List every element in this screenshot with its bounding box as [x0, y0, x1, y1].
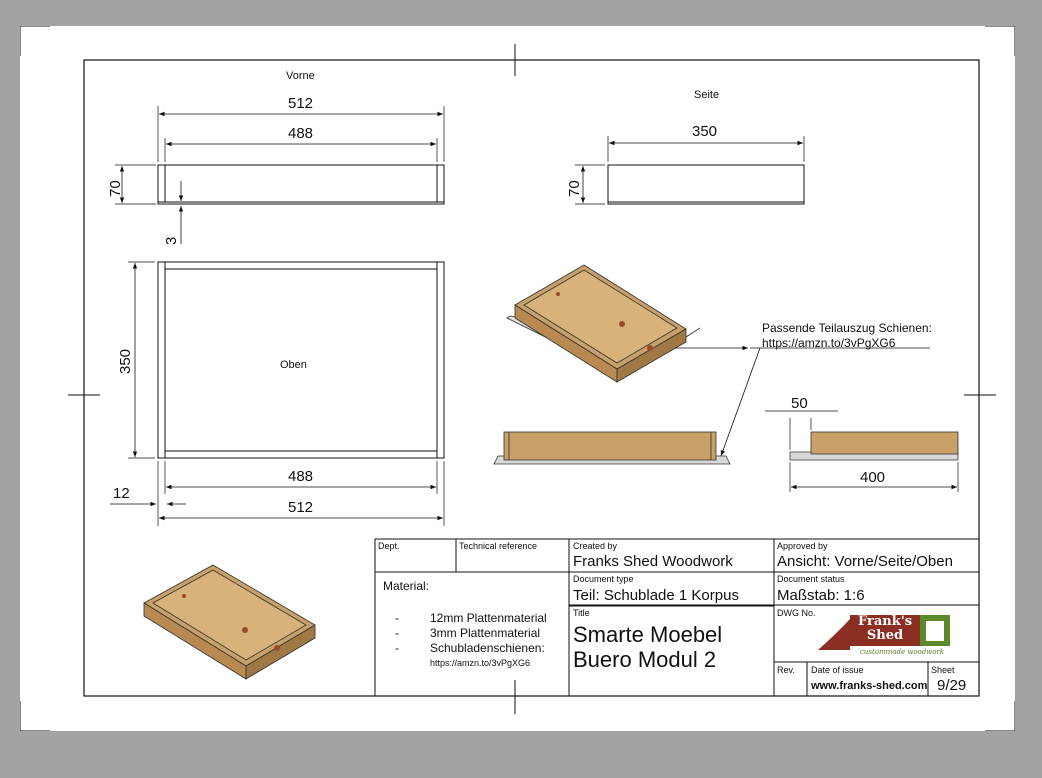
- material-item-1: 12mm Plattenmaterial: [430, 611, 547, 625]
- dim-front-inner-width: 488: [288, 125, 314, 142]
- view-title-front: Vorne: [286, 70, 315, 82]
- date-value: www.franks-shed.com: [811, 680, 928, 692]
- side-view: [575, 136, 805, 205]
- created-value: Franks Shed Woodwork: [573, 553, 733, 570]
- created-label: Created by: [573, 541, 618, 551]
- material-label: Material:: [383, 579, 430, 593]
- approved-label: Approved by: [777, 541, 828, 551]
- title-line-2: Buero Modul 2: [573, 647, 717, 672]
- rail-view: [765, 410, 959, 492]
- dept-label: Dept.: [378, 541, 400, 551]
- rail-note-link: https://amzn.to/3vPgXG6: [762, 336, 896, 350]
- date-label: Date of issue: [811, 665, 864, 675]
- iso-drawer: [143, 564, 316, 680]
- side-view-with-rail: [493, 431, 731, 465]
- doctype-label: Document type: [573, 574, 634, 584]
- logo-line-2: Shed: [866, 627, 904, 643]
- docstatus-value: Maßstab: 1:6: [777, 587, 865, 604]
- dim-side-depth: 350: [692, 123, 718, 140]
- doctype-value: Teil: Schublade 1 Korpus: [573, 587, 739, 604]
- view-title-side: Seite: [694, 89, 720, 101]
- title-block: [374, 538, 980, 697]
- company-logo: Frank's Shed custommade woodwork: [816, 614, 952, 658]
- material-bullet-3: -: [395, 641, 399, 655]
- dim-front-bottom-thickness: 3: [163, 236, 180, 245]
- dim-front-outer-width: 512: [288, 95, 314, 112]
- material-link: https://amzn.to/3vPgXG6: [430, 658, 531, 668]
- front-view: [115, 106, 445, 244]
- docstatus-label: Document status: [777, 574, 845, 584]
- dim-top-outer-width: 512: [288, 499, 314, 516]
- title-label: Title: [573, 608, 590, 618]
- logo-tagline: custommade woodwork: [860, 648, 945, 656]
- dim-top-wall-thickness: 12: [113, 485, 130, 502]
- material-bullet-1: -: [395, 611, 399, 625]
- title-line-1: Smarte Moebel: [573, 622, 723, 647]
- dim-rail-offset: 50: [791, 395, 808, 412]
- dim-top-depth: 350: [117, 348, 134, 374]
- rail-note-leader: [675, 345, 930, 457]
- top-view: [110, 261, 445, 526]
- technical-drawing: [20, 26, 1015, 731]
- approved-value: Ansicht: Vorne/Seite/Oben: [777, 553, 953, 570]
- dim-side-height: 70: [566, 180, 583, 197]
- sheet-label: Sheet: [931, 665, 955, 675]
- dim-front-height: 70: [107, 180, 124, 197]
- logo-line-1: Frank's: [857, 614, 913, 629]
- dwgno-label: DWG No.: [777, 608, 816, 618]
- material-bullet-2: -: [395, 626, 399, 640]
- sheet-value: 9/29: [937, 677, 967, 694]
- rail-note-title: Passende Teilauszug Schienen:: [762, 321, 932, 335]
- logo-swoosh-icon: [818, 615, 950, 650]
- material-item-3: Schubladenschienen:: [430, 641, 545, 655]
- rev-label: Rev.: [777, 665, 795, 675]
- techref-label: Technical reference: [459, 541, 538, 551]
- logo-wordmark: Frank's Shed: [850, 615, 920, 646]
- material-item-2: 3mm Plattenmaterial: [430, 626, 541, 640]
- view-title-top: Oben: [280, 359, 307, 371]
- drawing-sheet: Vorne Seite Oben 512 488 70 3 350 70 350…: [20, 26, 1015, 731]
- dim-top-inner-width: 488: [288, 468, 314, 485]
- dim-rail-depth: 400: [860, 469, 886, 486]
- iso-drawer-rail: [506, 264, 701, 383]
